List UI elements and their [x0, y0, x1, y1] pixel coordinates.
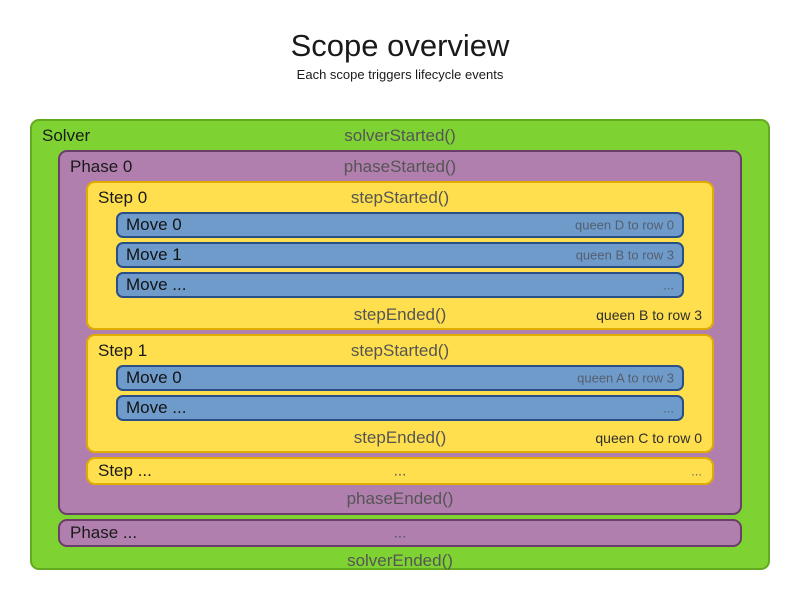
phase-0-box: Phase 0 phaseStarted() Step 0 stepStarte…: [58, 150, 742, 515]
diagram-subtitle: Each scope triggers lifecycle events: [296, 67, 504, 82]
step-more-right-ellipsis: ...: [691, 463, 702, 479]
step-more-box: Step ... ... ...: [86, 457, 714, 485]
solver-label: Solver: [42, 125, 91, 145]
step-ended-detail: queen B to row 3: [596, 307, 702, 323]
move-label: Move 1: [126, 245, 182, 264]
phase-ended-event: phaseEnded(): [346, 489, 454, 508]
move-label: Move 0: [126, 215, 182, 234]
move-row: Move ... ...: [116, 395, 684, 421]
phase-more-label: Phase ...: [70, 523, 138, 542]
move-row: Move 0 queen A to row 3: [116, 365, 684, 391]
step-started-event: stepStarted(): [350, 187, 450, 207]
step-header: Step 0 stepStarted(): [88, 183, 712, 212]
step-ended-event: stepEnded(): [353, 305, 447, 324]
solver-box: Solver solverStarted() Phase 0 phaseStar…: [30, 119, 770, 570]
step-ended-event: stepEnded(): [353, 428, 447, 447]
move-label: Move ...: [126, 398, 187, 417]
step-footer: stepEnded() queen C to row 0: [88, 425, 712, 451]
step-0-box: Step 0 stepStarted() Move 0 queen D to r…: [86, 181, 714, 330]
move-label: Move 0: [126, 368, 182, 387]
step-more-label: Step ...: [98, 461, 152, 480]
phase-label: Phase 0: [70, 156, 133, 176]
move-detail: ...: [663, 277, 674, 293]
move-detail: queen A to row 3: [577, 370, 674, 386]
move-detail: queen B to row 3: [575, 247, 674, 263]
step-started-event: stepStarted(): [350, 340, 450, 360]
step-header: Step 1 stepStarted(): [88, 336, 712, 365]
step-1-box: Step 1 stepStarted() Move 0 queen A to r…: [86, 334, 714, 453]
step-ended-detail: queen C to row 0: [595, 430, 702, 446]
step-footer: stepEnded() queen B to row 3: [88, 302, 712, 328]
step-label: Step 0: [98, 187, 148, 207]
move-label: Move ...: [126, 275, 187, 294]
move-row: Move 1 queen B to row 3: [116, 242, 684, 268]
phase-started-event: phaseStarted(): [343, 156, 457, 176]
move-detail: ...: [663, 400, 674, 416]
step-more-center-ellipsis: ...: [393, 462, 407, 480]
move-row: Move 0 queen D to row 0: [116, 212, 684, 238]
diagram-title: Scope overview: [290, 28, 510, 63]
move-row: Move ... ...: [116, 272, 684, 298]
solver-started-event: solverStarted(): [344, 125, 456, 145]
solver-ended-event: solverEnded(): [347, 551, 453, 570]
move-detail: queen D to row 0: [574, 217, 674, 233]
solver-header: Solver solverStarted(): [32, 121, 768, 150]
phase-more-box: Phase ... ...: [58, 519, 742, 547]
step-label: Step 1: [98, 340, 148, 360]
phase-footer: phaseEnded(): [60, 485, 740, 513]
phase-more-center-ellipsis: ...: [393, 524, 407, 542]
solver-footer: solverEnded(): [32, 547, 768, 575]
phase-header: Phase 0 phaseStarted(): [60, 152, 740, 181]
